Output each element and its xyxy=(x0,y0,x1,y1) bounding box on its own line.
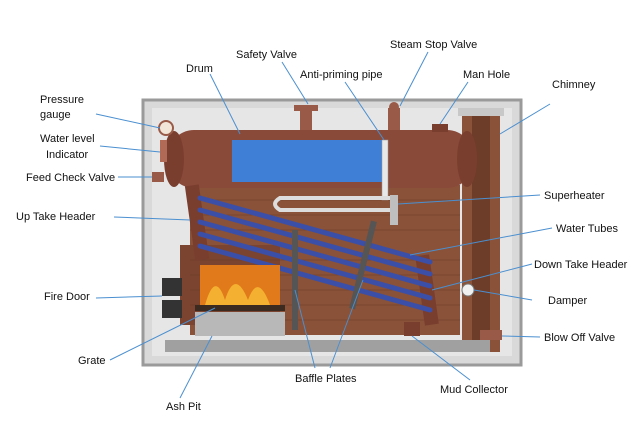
boiler-base xyxy=(165,340,490,352)
label-superheater: Superheater xyxy=(544,190,605,202)
flames xyxy=(205,284,270,305)
label-down-take-header: Down Take Header xyxy=(534,259,628,271)
steam-stop-valve xyxy=(388,108,400,130)
blow-off-valve xyxy=(480,330,502,340)
label-anti-priming-pipe: Anti-priming pipe xyxy=(300,69,383,81)
leader-water-tubes xyxy=(409,227,553,256)
drum-end-right xyxy=(457,131,477,187)
leader-damper xyxy=(473,289,533,301)
label-water-level-2: Indicator xyxy=(46,149,89,161)
man-hole xyxy=(432,124,448,132)
water-level-indicator xyxy=(160,140,167,162)
leader-baffle-1 xyxy=(294,289,316,369)
chimney-frame xyxy=(458,108,504,116)
label-feed-check-valve: Feed Check Valve xyxy=(26,172,115,184)
leader-lines xyxy=(95,51,553,399)
fire-door xyxy=(162,278,182,296)
leader-ash-pit xyxy=(179,335,213,399)
leader-up-take xyxy=(113,216,191,221)
steam-stop-wheel xyxy=(389,102,399,112)
superheater xyxy=(273,196,392,212)
grate xyxy=(195,305,285,311)
label-chimney: Chimney xyxy=(552,79,596,91)
label-up-take-header: Up Take Header xyxy=(16,211,96,223)
leader-blow-off xyxy=(501,335,541,338)
label-blow-off-valve: Blow Off Valve xyxy=(544,332,615,344)
label-ash-pit: Ash Pit xyxy=(166,401,201,413)
safety-valve xyxy=(300,110,312,130)
feed-check-valve xyxy=(152,172,164,182)
mud-collector xyxy=(404,322,420,336)
superheater-header xyxy=(390,195,398,225)
label-pressure-gauge-1: Pressure xyxy=(40,94,84,106)
label-damper: Damper xyxy=(548,295,587,307)
steam-drum-water xyxy=(232,140,384,182)
baffle-plate-2 xyxy=(349,220,377,310)
ash-pit xyxy=(195,312,285,336)
label-mud-collector: Mud Collector xyxy=(440,384,508,396)
leader-baffle-2 xyxy=(329,279,364,369)
leader-anti-priming xyxy=(344,81,385,141)
damper xyxy=(461,283,475,297)
water-tubes xyxy=(197,195,433,313)
safety-valve-cap xyxy=(294,105,318,111)
anti-priming-pipe xyxy=(381,139,389,201)
baffle-plate-1 xyxy=(292,230,298,330)
pressure-gauge xyxy=(158,120,174,136)
label-grate: Grate xyxy=(78,355,106,367)
fire-door-upper xyxy=(162,300,182,318)
label-baffle-plates: Baffle Plates xyxy=(295,373,357,385)
label-fire-door: Fire Door xyxy=(44,291,90,303)
label-man-hole: Man Hole xyxy=(463,69,510,81)
leader-grate xyxy=(109,307,216,361)
label-water-tubes: Water Tubes xyxy=(556,223,618,235)
label-pressure-gauge-2: gauge xyxy=(40,109,71,121)
leader-down-take xyxy=(431,263,533,291)
leader-steam-stop xyxy=(399,51,429,107)
leader-safety-valve xyxy=(281,61,309,105)
label-water-level-1: Water level xyxy=(40,133,95,145)
leader-superheater xyxy=(397,194,541,205)
leader-fire-door xyxy=(95,295,163,299)
leader-man-hole xyxy=(439,81,469,125)
leader-chimney xyxy=(499,103,551,135)
leader-water-level xyxy=(99,145,161,153)
leader-pressure-gauge xyxy=(95,113,161,129)
label-safety-valve: Safety Valve xyxy=(236,49,297,61)
drum-end-left xyxy=(164,131,184,187)
leader-drum xyxy=(209,73,241,135)
label-steam-stop-valve: Steam Stop Valve xyxy=(390,39,477,51)
leader-mud-collector xyxy=(411,335,471,381)
label-drum: Drum xyxy=(186,63,213,75)
up-take-header xyxy=(184,184,210,261)
